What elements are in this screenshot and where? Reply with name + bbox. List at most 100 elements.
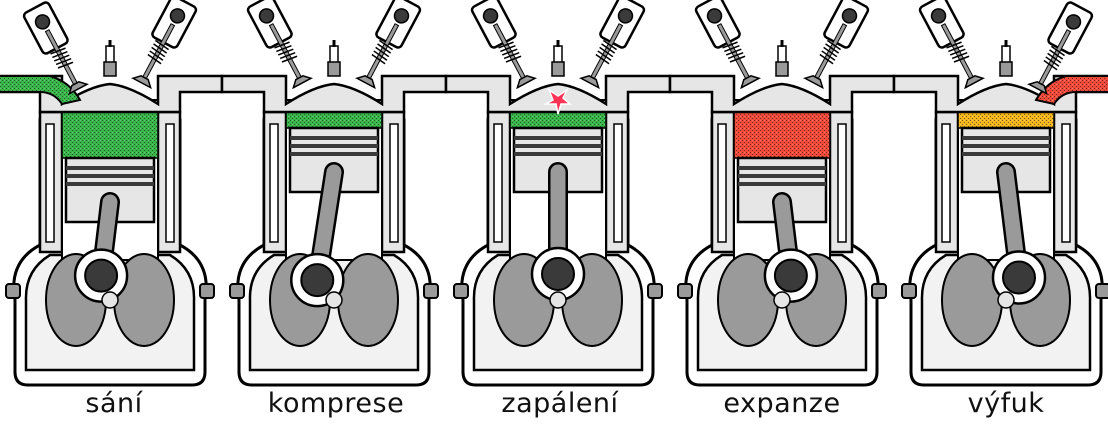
valve-head: [803, 74, 824, 90]
valve-spring-coil: [371, 53, 386, 65]
spark-plug-body: [551, 61, 565, 77]
crank-pin: [773, 258, 808, 293]
spark-plug-body: [775, 61, 789, 77]
valve-spring-coil: [505, 55, 522, 63]
valve-spring-coil: [53, 54, 70, 62]
engine-cycle-svg: [0, 0, 1108, 387]
valve-head: [1027, 80, 1048, 96]
valve-spring-coil: [946, 41, 962, 49]
valve-spring-coil: [500, 44, 516, 53]
valve-spring-coil: [821, 50, 836, 61]
engine-stroke-3: [444, 0, 672, 387]
valve-spring-coil: [1049, 49, 1064, 60]
piston-ring: [738, 166, 826, 170]
cylinder-head: [444, 74, 672, 114]
crank-pin: [541, 257, 575, 291]
valve-spring-coil: [147, 53, 162, 65]
mount-left: [5, 283, 21, 299]
camshaft: [930, 8, 947, 24]
piston-ring: [66, 174, 154, 178]
rocker-cover: [470, 0, 517, 49]
rocker-cover: [246, 0, 293, 49]
cylinder-head: [220, 74, 448, 114]
spark-plug-terminal: [1004, 40, 1008, 47]
camshaft: [1065, 14, 1082, 30]
counterweight-left: [941, 253, 1003, 347]
valve-spring-coil: [823, 46, 838, 58]
valve-spring-coil: [378, 39, 394, 51]
valve-spring-coil: [501, 48, 518, 56]
engine-stroke-4: [668, 0, 896, 387]
valve-spring-coil: [1045, 56, 1060, 67]
coolant-left: [717, 123, 727, 243]
valve-spring-coil: [727, 52, 744, 60]
stroke-label-expansion: expanze: [723, 388, 841, 419]
valve-spring-coil: [377, 43, 392, 54]
mount-left: [229, 283, 245, 299]
camshaft: [169, 8, 186, 24]
camshaft: [393, 8, 410, 24]
piston-ring: [514, 144, 602, 148]
valve-spring-coil: [1050, 45, 1066, 57]
valve-spring-coil: [599, 46, 614, 58]
engine-stroke-1: [0, 0, 224, 387]
valve-spring-coil: [951, 52, 968, 60]
coolant-right: [1061, 123, 1071, 243]
valve-spring-coil: [825, 43, 840, 54]
coolant-left: [941, 123, 951, 243]
mount-left: [901, 283, 917, 299]
piston-ring: [514, 152, 602, 156]
valve-spring-coil: [724, 44, 740, 53]
valve-spring-coil: [52, 50, 68, 59]
spark-plug-body: [327, 61, 341, 77]
piston-ring: [290, 144, 378, 148]
intake-flow: [0, 75, 82, 106]
valve-spring-coil: [151, 46, 166, 58]
coolant-right: [613, 123, 623, 243]
ignition-spark: [543, 87, 573, 115]
valve-spring-coil: [602, 39, 618, 51]
valve-spring-coil: [277, 48, 294, 56]
mount-right: [871, 283, 887, 299]
piston: [736, 156, 828, 224]
intake-valve: [918, 0, 985, 90]
rocker-cover: [918, 0, 965, 49]
spark-plug-terminal: [332, 40, 336, 47]
valve-spring-coil: [722, 41, 738, 49]
piston-ring: [514, 136, 602, 140]
piston-ring: [290, 152, 378, 156]
camshaft: [706, 8, 723, 24]
stroke-label-exhaust: výfuk: [967, 388, 1045, 419]
intake-valve: [470, 0, 537, 90]
valve-spring-coil: [601, 43, 616, 54]
valve-spring-coil: [503, 52, 520, 60]
coolant-left: [45, 123, 55, 243]
valve-spring-coil: [50, 47, 66, 55]
crank-pin: [300, 263, 335, 298]
camshaft: [258, 8, 275, 24]
valve-spring-coil: [725, 48, 742, 56]
valve-head: [68, 80, 89, 96]
cylinder-head: [668, 74, 896, 114]
crankshaft-axis: [325, 291, 343, 309]
exhaust-valve: [131, 0, 198, 90]
valve-spring-coil: [1043, 59, 1058, 71]
coolant-left: [493, 123, 503, 243]
camshaft: [841, 8, 858, 24]
valve-spring-coil: [276, 44, 292, 53]
piston-ring: [962, 136, 1050, 140]
camshaft: [34, 14, 51, 30]
valve-spring-coil: [729, 55, 746, 63]
intake-valve: [694, 0, 761, 90]
spark-plug-body: [999, 61, 1013, 77]
valve-spring-coil: [948, 44, 964, 53]
piston-ring: [738, 174, 826, 178]
mount-left: [677, 283, 693, 299]
coolant-left: [269, 123, 279, 243]
valve-head: [740, 74, 761, 90]
exhaust-flow: [1034, 75, 1108, 106]
spark-plug-body: [103, 61, 117, 77]
camshaft: [617, 8, 634, 24]
stroke-label-ignition: zapálení: [501, 388, 619, 419]
piston-ring: [290, 136, 378, 140]
